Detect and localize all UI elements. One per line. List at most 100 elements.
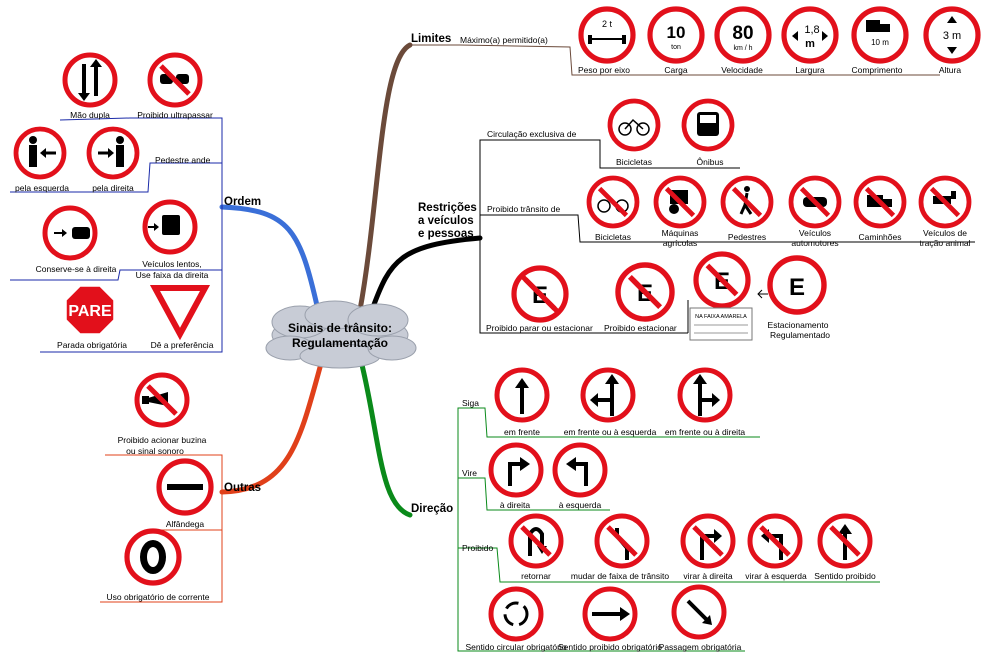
no-lane-change-sign — [594, 513, 650, 569]
branch-limites-line — [357, 42, 413, 313]
parar-label: Proibido parar ou estacionar — [486, 323, 593, 333]
vire-label: Vire — [462, 468, 477, 478]
svg-text:10: 10 — [667, 23, 686, 42]
limites-label: Comprimento — [851, 65, 903, 75]
exclusive-bicycles-sign — [607, 98, 661, 152]
walk-left-sign — [13, 126, 67, 180]
branch-direcao: Direção — [411, 503, 454, 515]
arrow-icon — [757, 289, 768, 299]
svg-text:3 m: 3 m — [943, 30, 961, 42]
outras-item: Proibido acionar buzina — [117, 435, 207, 445]
width-limit-sign: 1,8 m — [781, 6, 839, 64]
svg-text:2 t: 2 t — [602, 19, 613, 29]
no-bicycles-sign — [586, 175, 640, 229]
siga-item: em frente ou à esquerda — [563, 427, 657, 437]
center-title: Sinais de trânsito: Regulamentação — [272, 321, 408, 351]
ordem-item: Proibido ultrapassar — [137, 110, 213, 120]
plaque-text: NA FAIXA AMARELA — [695, 314, 747, 320]
straight-ahead-sign — [494, 367, 550, 423]
ordem-item: Parada obrigatória — [57, 340, 127, 350]
turn-left-sign — [552, 442, 608, 498]
mandatory-direction-sign — [582, 586, 638, 642]
no-motor-vehicles-sign — [788, 175, 842, 229]
ordem-item: Pedestre ande — [155, 155, 211, 165]
mandatory-passage-sign — [671, 584, 727, 640]
limites-label: Largura — [795, 65, 825, 75]
stop-sign: PARE — [65, 285, 115, 335]
vire-item: à direita — [499, 500, 531, 510]
no-overtaking-sign — [147, 52, 203, 108]
svg-text:m: m — [805, 38, 815, 50]
two-way-sign — [62, 52, 118, 108]
reg-label-2: Regulamentado — [769, 330, 831, 340]
circ-excl-label: Circulação exclusiva de — [487, 129, 577, 139]
slow-vehicles-sign — [142, 199, 198, 255]
height-limit-sign: 3 m — [923, 6, 981, 64]
ordem-item: Dê a preferência — [150, 340, 214, 350]
ordem-item: Use faixa da direita — [135, 270, 209, 280]
customs-sign — [156, 458, 214, 516]
dir-proib-item: virar à direita — [683, 571, 733, 581]
regulated-parking-sign: E — [767, 255, 827, 315]
center-line-2: Regulamentação — [291, 336, 389, 350]
roundabout-sign — [488, 586, 544, 642]
no-trucks-sign — [853, 175, 907, 229]
limites-label: Carga — [664, 65, 688, 75]
svg-text:1,8: 1,8 — [804, 24, 819, 36]
ordem-item: pela esquerda — [15, 183, 69, 193]
turn-right-sign — [488, 442, 544, 498]
svg-text:PARE: PARE — [68, 303, 112, 320]
no-horn-sign — [134, 372, 190, 428]
proib-item-label: Veículos de tração animal — [919, 228, 971, 248]
ordem-item: Conserve-se à direita — [35, 264, 117, 274]
no-pedestrians-sign — [720, 175, 774, 229]
ordem-item: Mão dupla — [70, 110, 110, 120]
no-right-turn-sign — [680, 513, 736, 569]
limites-sub: Máximo(a) permitido(a) — [460, 35, 548, 45]
proib-item-label: Máquinas agrícolas — [661, 228, 699, 248]
obrig-item: Sentido proibido obrigatório — [558, 642, 662, 652]
no-parking-sign: E — [615, 262, 675, 322]
no-left-turn-sign — [747, 513, 803, 569]
svg-text:10 m: 10 m — [871, 38, 889, 47]
branch-ordem-line — [219, 204, 321, 313]
weight-per-axle-sign: 2 t — [578, 6, 636, 64]
keep-right-sign — [42, 205, 98, 261]
straight-or-left-sign — [580, 367, 636, 423]
estacionar-label: Proibido estacionar — [604, 323, 677, 333]
ordem-item: pela direita — [92, 183, 134, 193]
dir-proib-item: Sentido proibido — [814, 571, 876, 581]
parking-zone-sign: E — [693, 251, 751, 309]
circ-item-label: Ônibus — [696, 157, 724, 167]
limites-label: Peso por eixo — [578, 65, 630, 75]
branch-ordem: Ordem — [224, 196, 262, 208]
limites-label: Velocidade — [721, 65, 763, 75]
proib-item-label: Bicicletas — [595, 232, 631, 242]
no-animal-drawn-sign — [918, 175, 972, 229]
siga-item: em frente ou à direita — [664, 427, 746, 437]
branch-direcao-line — [359, 362, 413, 518]
outras-item: Alfândega — [165, 519, 205, 529]
svg-text:80: 80 — [732, 23, 753, 44]
dir-proib-item: retornar — [521, 571, 551, 581]
siga-item: em frente — [504, 427, 540, 437]
circ-item-label: Bicicletas — [616, 157, 652, 167]
no-farm-machinery-sign — [653, 175, 707, 229]
branch-restricoes-line — [369, 235, 483, 313]
length-limit-sign: 10 m — [851, 6, 909, 64]
dir-proib-item: mudar de faixa de trânsito — [570, 571, 670, 581]
dir-proib-item: virar à esquerda — [745, 571, 807, 581]
branch-outras: Outras — [224, 482, 262, 494]
no-stopping-sign: E — [511, 265, 569, 323]
svg-text:E: E — [789, 274, 805, 301]
ordem-item: Veículos lentos, — [142, 259, 202, 269]
vire-item: à esquerda — [558, 500, 602, 510]
center-line-1: Sinais de trânsito: — [287, 321, 393, 335]
proibido-label: Proibido — [462, 543, 494, 553]
no-entry-sign — [817, 513, 873, 569]
proib-item-label: Veículos automotores — [791, 228, 839, 248]
